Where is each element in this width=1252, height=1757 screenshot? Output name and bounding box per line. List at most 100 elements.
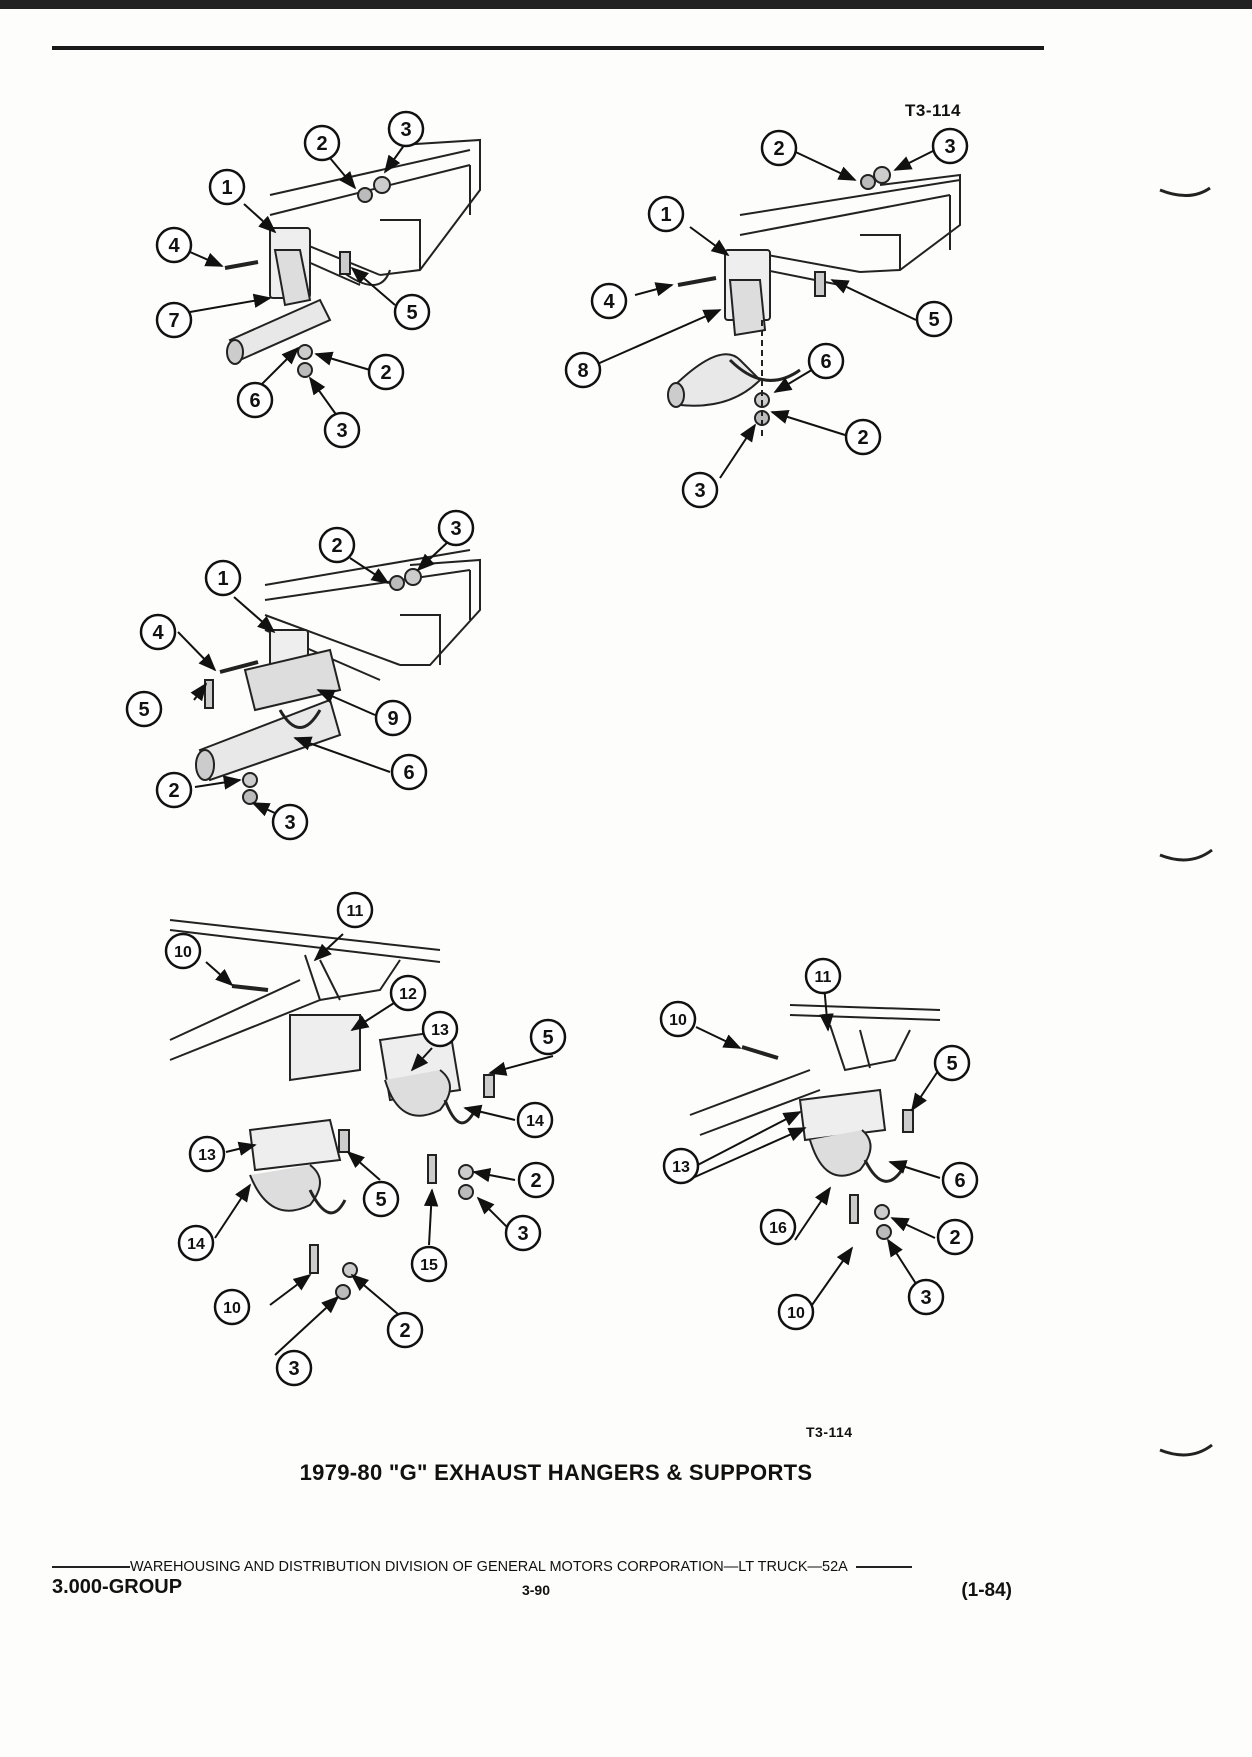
svg-text:5: 5 [928, 309, 939, 331]
svg-text:10: 10 [174, 944, 192, 961]
callout-10: 10 [777, 1293, 815, 1331]
svg-text:5: 5 [406, 302, 417, 324]
callout-3: 3 [681, 471, 719, 509]
svg-text:14: 14 [526, 1113, 544, 1130]
svg-text:12: 12 [399, 986, 417, 1003]
figure-reference-top: T3-114 [905, 101, 961, 120]
svg-text:3: 3 [450, 518, 461, 540]
svg-text:13: 13 [198, 1147, 216, 1164]
svg-text:3: 3 [336, 420, 347, 442]
callout-2: 2 [155, 771, 193, 809]
svg-text:2: 2 [316, 133, 327, 155]
callout-2: 2 [386, 1311, 424, 1349]
svg-text:5: 5 [138, 699, 149, 721]
svg-text:5: 5 [542, 1027, 553, 1049]
footer-group-number: 3.000-GROUP [52, 1576, 183, 1598]
callout-10: 10 [659, 1000, 697, 1038]
footer-division-line: WAREHOUSING AND DISTRIBUTION DIVISION OF… [52, 1559, 1022, 1575]
svg-text:2: 2 [399, 1320, 410, 1342]
svg-text:8: 8 [577, 360, 588, 382]
svg-text:3: 3 [400, 119, 411, 141]
callout-5: 5 [362, 1180, 400, 1218]
callout-13: 13 [662, 1147, 700, 1185]
svg-text:10: 10 [787, 1305, 805, 1322]
callout-5: 5 [125, 690, 163, 728]
callout-3: 3 [271, 803, 309, 841]
view-3-hanger-assembly [195, 549, 481, 805]
svg-text:3: 3 [517, 1223, 528, 1245]
callout-10: 10 [164, 932, 202, 970]
view-4-hanger-assembly [169, 919, 495, 1300]
callout-5: 5 [933, 1044, 971, 1082]
callout-7: 7 [155, 301, 193, 339]
callout-9: 9 [374, 699, 412, 737]
svg-text:6: 6 [954, 1170, 965, 1192]
callout-4: 4 [155, 226, 193, 264]
svg-text:3: 3 [920, 1287, 931, 1309]
callout-6: 6 [390, 753, 428, 791]
svg-text:16: 16 [769, 1220, 787, 1237]
svg-text:2: 2 [949, 1227, 960, 1249]
svg-text:13: 13 [431, 1022, 449, 1039]
callout-15: 15 [410, 1245, 448, 1283]
svg-text:10: 10 [223, 1300, 241, 1317]
svg-text:6: 6 [249, 390, 260, 412]
callout-14: 14 [516, 1101, 554, 1139]
svg-text:3: 3 [288, 1358, 299, 1380]
view-1-hanger-assembly [224, 138, 481, 378]
footer-revision-date: (1-84) [961, 1580, 1012, 1601]
callout-5: 5 [529, 1018, 567, 1056]
svg-text:1: 1 [217, 568, 228, 590]
binder-marks [1159, 186, 1213, 1457]
callout-6: 6 [236, 381, 274, 419]
svg-text:2: 2 [380, 362, 391, 384]
callout-5: 5 [393, 293, 431, 331]
svg-text:2: 2 [331, 535, 342, 557]
svg-text:3: 3 [284, 812, 295, 834]
callout-3: 3 [504, 1214, 542, 1252]
callout-12: 12 [389, 974, 427, 1012]
callout-3: 3 [323, 411, 361, 449]
callout-4: 4 [590, 282, 628, 320]
header-rule [52, 46, 1044, 50]
callout-11: 11 [804, 957, 842, 995]
callout-11: 11 [336, 891, 374, 929]
callout-2: 2 [760, 129, 798, 167]
footer-division-text: WAREHOUSING AND DISTRIBUTION DIVISION OF… [130, 1559, 848, 1575]
callout-2: 2 [367, 353, 405, 391]
svg-text:4: 4 [603, 291, 615, 313]
top-border-bar [0, 0, 1252, 9]
svg-text:3: 3 [944, 136, 955, 158]
callout-2: 2 [303, 124, 341, 162]
svg-text:13: 13 [672, 1159, 690, 1176]
callout-3: 3 [437, 509, 475, 547]
svg-text:7: 7 [168, 310, 179, 332]
svg-text:6: 6 [403, 762, 414, 784]
callout-1: 1 [208, 168, 246, 206]
callout-1: 1 [647, 195, 685, 233]
svg-text:4: 4 [152, 622, 164, 644]
svg-text:9: 9 [387, 708, 398, 730]
callout-3: 3 [931, 127, 969, 165]
svg-text:6: 6 [820, 351, 831, 373]
callout-5: 5 [915, 300, 953, 338]
callout-3: 3 [387, 110, 425, 148]
callout-6: 6 [941, 1161, 979, 1199]
svg-text:11: 11 [815, 969, 832, 986]
callout-16: 16 [759, 1208, 797, 1246]
callout-leaders [177, 143, 941, 1356]
svg-text:2: 2 [168, 780, 179, 802]
svg-text:1: 1 [221, 177, 232, 199]
view-5-hanger-assembly [689, 1004, 941, 1240]
svg-text:1: 1 [660, 204, 671, 226]
callout-14: 14 [177, 1224, 215, 1262]
callout-2: 2 [318, 526, 356, 564]
callout-6: 6 [807, 342, 845, 380]
callout-1: 1 [204, 559, 242, 597]
view-2-hanger-assembly [667, 166, 961, 440]
svg-text:3: 3 [694, 480, 705, 502]
callouts: 1 2 3 4 7 5 6 2 3 2 3 1 4 8 5 6 2 3 2 3 … [125, 110, 979, 1387]
svg-text:2: 2 [530, 1170, 541, 1192]
svg-text:11: 11 [347, 903, 364, 920]
